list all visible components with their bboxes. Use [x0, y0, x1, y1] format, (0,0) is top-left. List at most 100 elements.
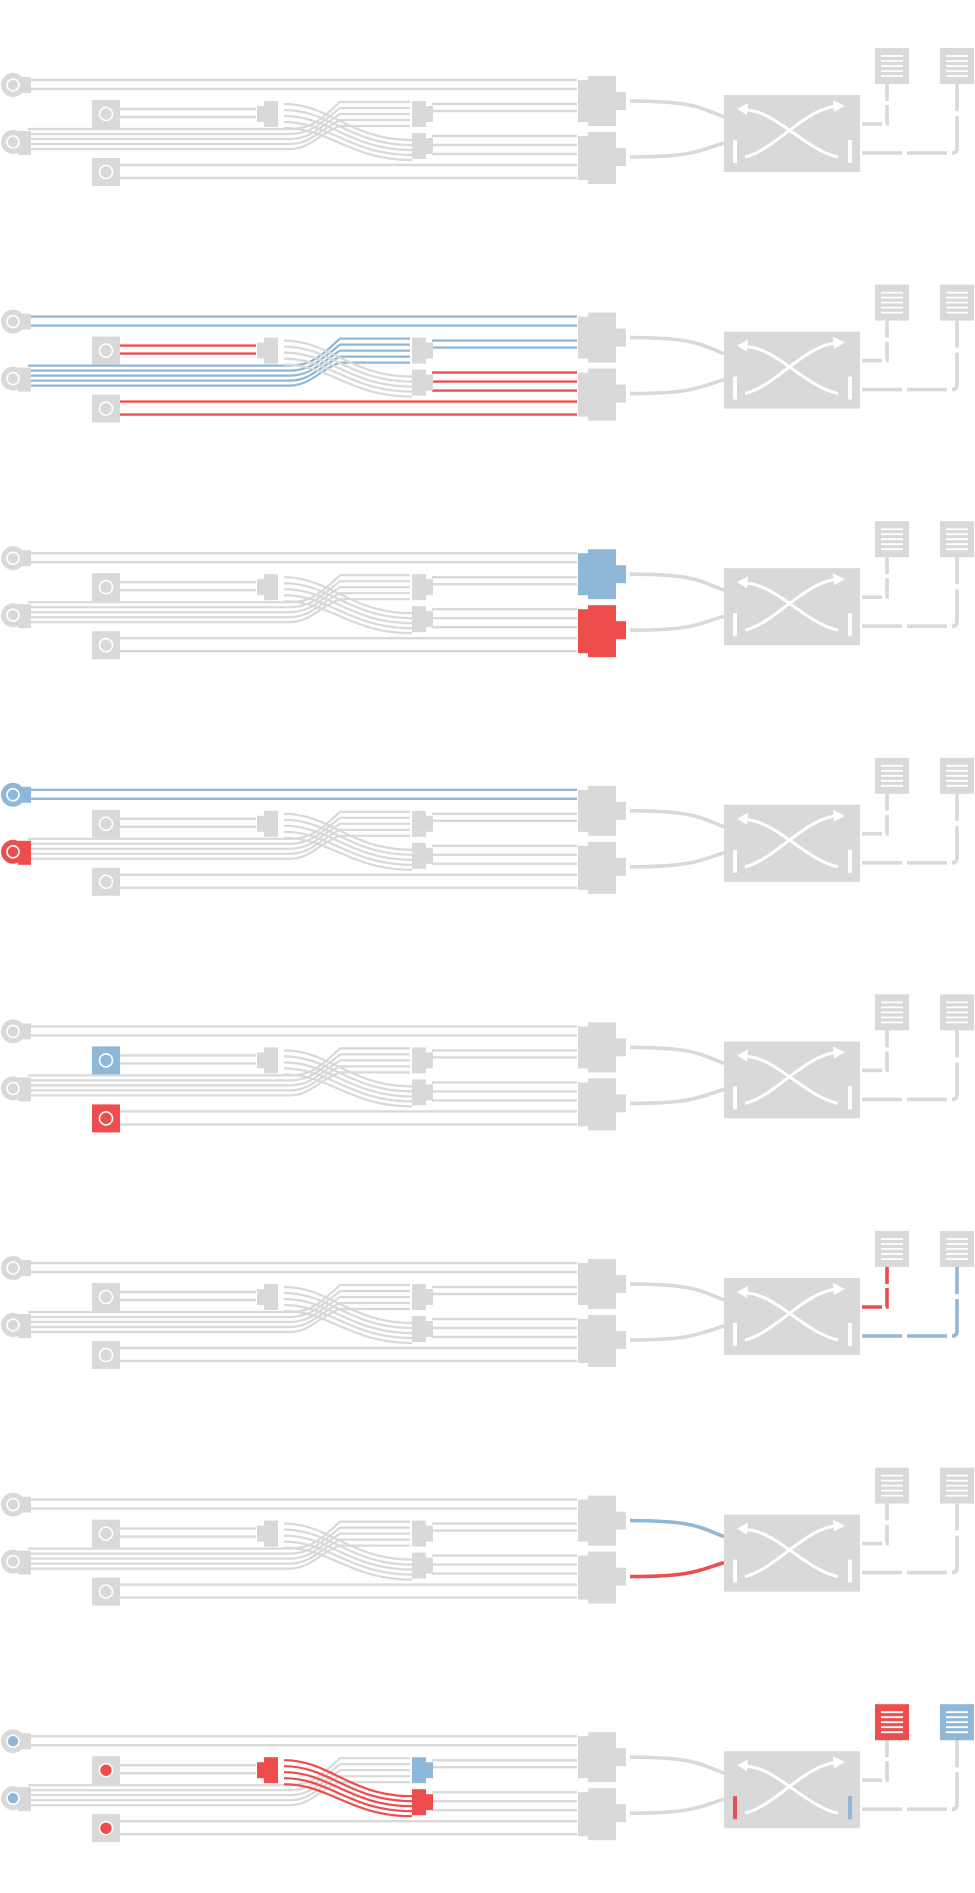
mid-connector-right-bottom [412, 1552, 426, 1579]
wire-crossover [283, 357, 413, 393]
mid-connector-right-top-tab [426, 579, 433, 596]
mid-connector-right-bottom [412, 842, 426, 869]
switch-mark-left [733, 613, 737, 637]
round-plug-top-body [18, 550, 31, 567]
feed-top [629, 1755, 725, 1775]
wire-crossover [283, 363, 413, 398]
switch-arrowhead-left [737, 576, 748, 589]
mid-connector-right-bottom-tab [426, 1794, 433, 1811]
square-plug-1 [92, 100, 120, 128]
main-connector-top [588, 1259, 616, 1309]
mid-connector-left-tab [257, 1762, 264, 1779]
round-plug-bottom-ring [6, 1554, 20, 1569]
round-plug-bottom-body [18, 1787, 31, 1812]
wire-crossover [283, 1067, 413, 1103]
output-lead-1 [862, 1503, 889, 1546]
wire-crossover [283, 818, 413, 856]
mid-connector-right-bottom [412, 606, 426, 633]
round-plug-top-body [18, 1496, 31, 1513]
main-connector-bottom-pins [578, 136, 588, 180]
switch-mark-left [733, 849, 737, 873]
wire-bundle [28, 349, 410, 377]
wire-crossover [283, 345, 413, 383]
round-plug-bottom-body [18, 1077, 31, 1102]
main-connector-top [588, 312, 616, 363]
feed-bottom [629, 141, 725, 159]
switch-arrow-b [744, 1054, 839, 1105]
main-connector-bottom-tab [616, 1804, 626, 1823]
square-plug-2-ring [98, 1111, 114, 1126]
mid-connector-right-bottom-tab [426, 1321, 433, 1337]
main-connector-bottom [588, 1551, 616, 1604]
main-connector-bottom-tab [616, 857, 626, 876]
square-plug-1-ring [98, 1053, 114, 1068]
main-connector-top-pins [578, 1736, 588, 1779]
main-connector-top [588, 76, 616, 126]
wire-crossover [283, 1291, 413, 1330]
square-plug-2-ring [98, 874, 114, 890]
switch-arrowhead-left [737, 1049, 748, 1062]
wire-crossover [283, 1297, 413, 1335]
square-plug-1 [92, 573, 120, 602]
switch-arrow-b [744, 581, 839, 632]
feed-top [629, 1282, 725, 1302]
main-connector-bottom [588, 132, 616, 184]
mid-connector-left [264, 337, 278, 364]
mid-connector-right-bottom-tab [426, 1084, 433, 1101]
output-lead-1 [862, 1030, 889, 1073]
main-connector-bottom [588, 1078, 616, 1131]
mid-connector-right-bottom-tab [426, 1557, 433, 1574]
round-plug-bottom-body [18, 1314, 31, 1338]
feed-bottom [629, 1797, 725, 1815]
round-plug-top-body [18, 786, 31, 803]
main-connector-top-pins [578, 1499, 588, 1542]
wire-crossover [283, 1540, 413, 1576]
main-connector-top-pins [578, 1263, 588, 1305]
main-connector-bottom-tab [616, 1567, 626, 1586]
mid-connector-right-top-tab [426, 342, 433, 359]
feed-bottom [629, 1324, 725, 1342]
main-connector-top [588, 1495, 616, 1546]
panel-wire-runs [1, 284, 974, 423]
output-lead-1 [862, 793, 889, 836]
square-plug-2 [92, 1104, 120, 1133]
round-plug-top-ring [6, 1734, 20, 1748]
wire-crossover [283, 812, 413, 851]
output-lead-1 [862, 84, 889, 126]
wire-crossover [283, 1309, 413, 1345]
mid-connector-right-bottom [412, 1316, 426, 1342]
switch-mark-right [848, 613, 852, 637]
switch-arrowhead-left [737, 812, 748, 825]
panel-switch-feeds [1, 1467, 974, 1606]
square-plug-2-ring [98, 1820, 114, 1836]
square-plug-2 [92, 631, 120, 660]
wire-crossover [283, 339, 413, 378]
round-plug-top-body [18, 1733, 31, 1750]
feed-bottom [629, 1560, 725, 1579]
main-connector-bottom-pins [578, 1792, 588, 1837]
mid-connector-right-top-tab [426, 1052, 433, 1069]
main-connector-top-tab [616, 1748, 626, 1767]
main-connector-top [588, 1022, 616, 1073]
switch-arrowhead-right [833, 1519, 845, 1532]
mid-connector-right-bottom-tab [426, 611, 433, 628]
wire-bundle [28, 1769, 410, 1797]
main-connector-bottom-pins [578, 609, 588, 654]
mid-connector-right-top [412, 1520, 426, 1547]
main-connector-bottom [588, 1315, 616, 1367]
wire-crossover [283, 1522, 413, 1561]
round-plug-bottom-ring [6, 1081, 20, 1096]
main-connector-bottom-pins [578, 1555, 588, 1600]
switch-mark-right [848, 1796, 852, 1820]
main-connector-bottom-tab [616, 384, 626, 403]
wire-crossover [283, 1777, 413, 1813]
main-connector-bottom-pins [578, 1082, 588, 1127]
feed-top [629, 1518, 725, 1539]
round-plug-bottom-body [18, 367, 31, 392]
output-lead-2 [862, 1030, 959, 1102]
mid-connector-right-top [412, 1284, 426, 1310]
feed-bottom [629, 377, 725, 396]
round-plug-bottom-body [18, 1550, 31, 1575]
wire-crossover [283, 1303, 413, 1340]
output-lead-1 [862, 557, 889, 600]
